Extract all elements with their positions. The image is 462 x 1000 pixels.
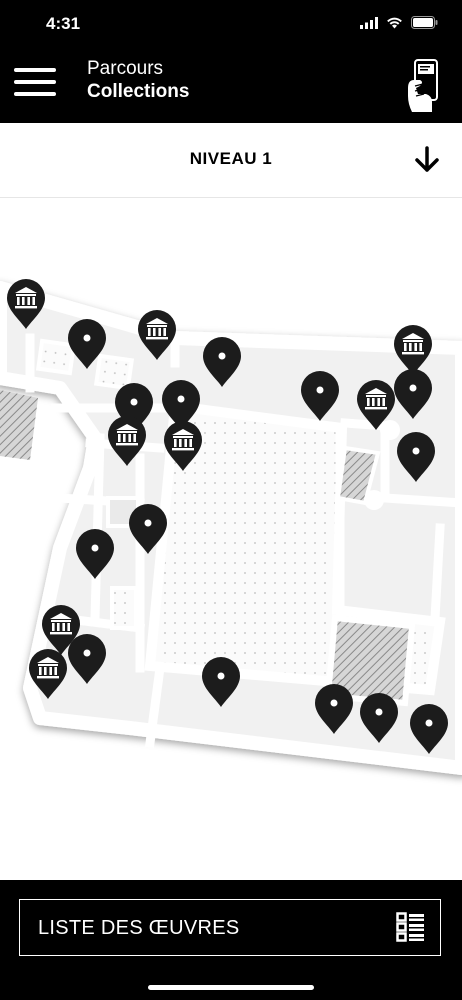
- room: [110, 586, 138, 630]
- signal-icon: [360, 16, 378, 29]
- hatched-area: [324, 614, 416, 707]
- column: [364, 490, 384, 510]
- column: [380, 420, 400, 440]
- home-indicator: [148, 985, 314, 990]
- level-label: NIVEAU 1: [189, 149, 273, 168]
- wifi-icon: [387, 17, 402, 28]
- status-icons: [360, 16, 438, 29]
- hamburger-icon-bar: [14, 92, 56, 96]
- arrow-down-icon[interactable]: [412, 145, 442, 175]
- hatched-area: [0, 390, 38, 460]
- footer-bar: LISTE DES ŒUVRES: [0, 880, 462, 1000]
- menu-button[interactable]: [14, 68, 56, 100]
- hamburger-icon-bar: [14, 68, 56, 72]
- floor-plan[interactable]: [0, 198, 462, 880]
- status-bar: 4:31: [0, 0, 462, 48]
- hamburger-icon-bar: [14, 80, 56, 84]
- room: [93, 353, 135, 391]
- battery-icon: [411, 16, 438, 29]
- header-titles: Parcours Collections: [87, 58, 189, 104]
- list-grid-icon: [396, 912, 424, 942]
- phone-guide-icon[interactable]: [406, 58, 442, 114]
- level-selector[interactable]: NIVEAU 1: [0, 123, 462, 198]
- header-title: Collections: [87, 81, 190, 102]
- status-time: 4:31: [46, 14, 81, 33]
- room: [35, 338, 77, 376]
- floor-map[interactable]: [0, 198, 462, 880]
- app-header: Parcours Collections: [0, 48, 462, 123]
- header-supertitle: Parcours: [87, 58, 164, 79]
- artwork-list-button[interactable]: LISTE DES ŒUVRES: [19, 899, 441, 956]
- artwork-list-label: LISTE DES ŒUVRES: [38, 917, 240, 939]
